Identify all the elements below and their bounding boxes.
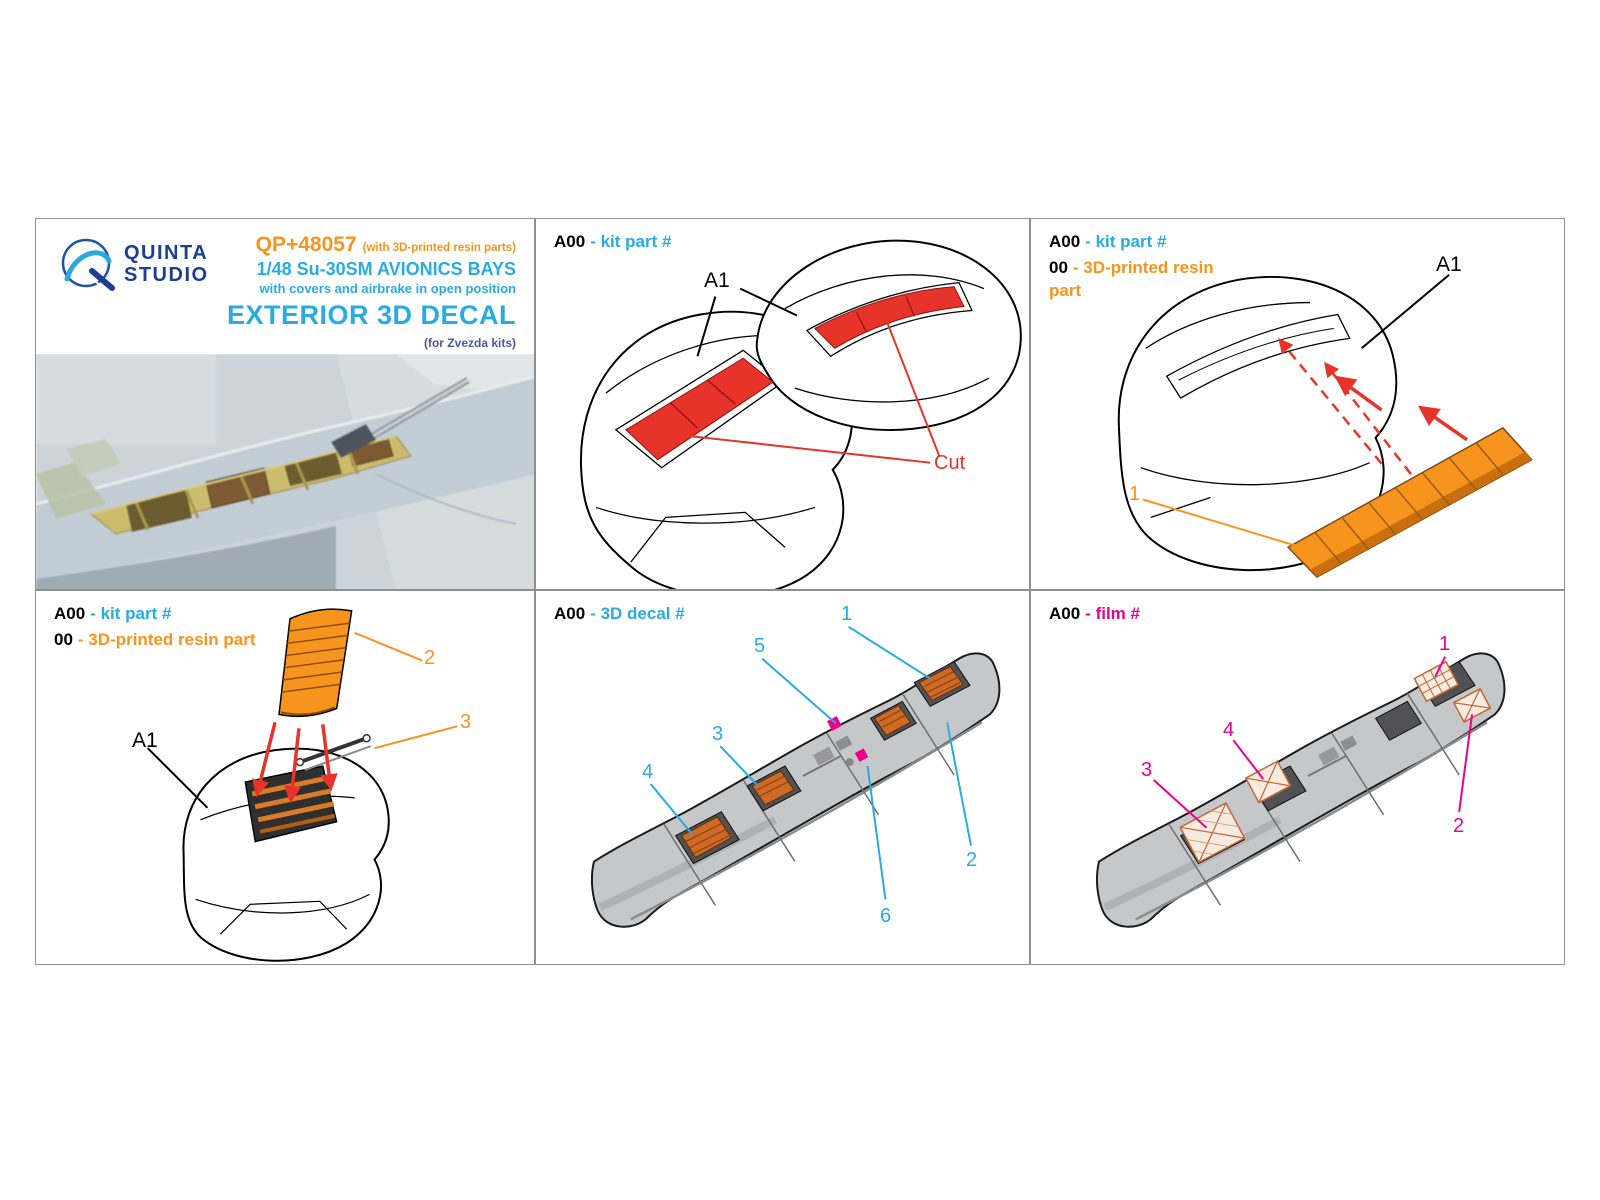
cut-highlight-areas [625,286,965,461]
callout-2: 2 [1453,815,1465,837]
callout-4: 4 [642,761,654,783]
logo-word-1: QUINTA [124,242,209,264]
kit-part-cut-diagram [580,239,1022,589]
callout-3: 3 [712,723,724,745]
film-pieces [1179,660,1492,864]
resin-cover-part [278,608,353,718]
label-leader-lines [687,287,941,464]
fuselage-section [1117,275,1398,572]
decal-panels [674,660,971,865]
label-leader-lines [1142,273,1450,553]
quinta-logo-text: QUINTA STUDIO [124,242,209,286]
part-label-a1: A1 [704,269,730,292]
product-heading: QP+48057 (with 3D-printed resin parts) 1… [216,233,516,350]
part-label-a1: A1 [1436,253,1462,276]
callout-1: 1 [1439,633,1451,655]
callout-3: 3 [1141,759,1153,781]
legend-code: A00 [54,604,86,623]
film-placement-diagram [1096,652,1506,928]
legend-label: - 3D-printed resin part [77,630,256,649]
legend-kit-part: A00- kit part # [554,231,671,254]
fuselage-section-right [755,239,1022,431]
product-subtitle: with covers and airbrake in open positio… [259,281,516,296]
legend-label: - kit part # [90,604,172,623]
legend-code: 00 [1049,258,1068,277]
quinta-studio-logo: QUINTA STUDIO [58,235,209,293]
legend-code: A00 [554,232,586,251]
panel-decal-placement: A00- 3D decal # 1 5 3 4 2 6 [535,590,1030,965]
callout-1: 1 [1129,483,1141,505]
legend-code: 00 [54,630,73,649]
callout-leader-lines [649,625,972,900]
callout-6: 6 [880,905,892,927]
legend-label: - 3D-printed resin part [1049,258,1214,300]
decal-type-title: EXTERIOR 3D DECAL [226,300,516,330]
assembly-arrows [252,721,338,804]
panel-film-placement: A00- film # 1 2 3 4 [1030,590,1565,965]
legend-label: - 3D decal # [590,604,685,623]
legend-code: A00 [1049,604,1081,623]
callout-5: 5 [754,635,766,657]
legend-resin-part: 00- 3D-printed resin part [1049,257,1224,303]
legend-label: - film # [1085,604,1140,623]
spine-part [1096,652,1506,928]
callout-1: 1 [841,603,853,625]
part-label-a1: A1 [132,729,158,752]
quinta-logo-icon [61,238,115,291]
insertion-arrows [1278,338,1469,489]
panel-cover-assembly: A00- kit part # 00- 3D-printed resin par… [35,590,535,965]
callout-3: 3 [460,711,472,733]
panel-product-info: QUINTA STUDIO QP+48057 (with 3D-printed … [35,218,535,590]
panel-resin-insert: A00- kit part # 00- 3D-printed resin par… [1030,218,1565,590]
legend-3d-decal: A00- 3D decal # [554,603,685,626]
callout-2: 2 [966,849,978,871]
callout-4: 4 [1223,719,1235,741]
callout-2: 2 [424,647,436,669]
legend-label: - kit part # [590,232,672,251]
legend-code: A00 [554,604,586,623]
legend-film: A00- film # [1049,603,1140,626]
product-photo [36,354,534,589]
resin-parts-note: (with 3D-printed resin parts) [362,242,516,254]
legend-code: A00 [1049,232,1081,251]
equipment-detail [802,735,854,777]
logo-word-2: STUDIO [124,264,209,286]
fuselage-section [182,747,390,962]
resin-insert-diagram [1117,273,1533,578]
product-title: 1/48 Su-30SM AVIONICS BAYS [256,259,516,279]
cut-label: Cut [934,452,966,474]
legend-resin-part: 00- 3D-printed resin part [54,629,256,652]
legend-label: - kit part # [1085,232,1167,251]
panel-kit-part-cut: A00- kit part # A1 Cut [535,218,1030,590]
legend-kit-part: A00- kit part # [54,603,171,626]
product-code: QP+48057 [255,233,357,256]
cover-assembly-diagram [147,608,458,962]
label-leader-lines [147,631,458,809]
instruction-grid: QUINTA STUDIO QP+48057 (with 3D-printed … [35,218,1565,965]
legend-kit-part: A00- kit part # [1049,231,1166,254]
decal-placement-diagram [590,625,1001,928]
callout-leader-lines [1153,656,1474,829]
kit-compatibility-note: (for Zvezda kits) [423,336,516,350]
resin-cover-part [1286,426,1533,578]
